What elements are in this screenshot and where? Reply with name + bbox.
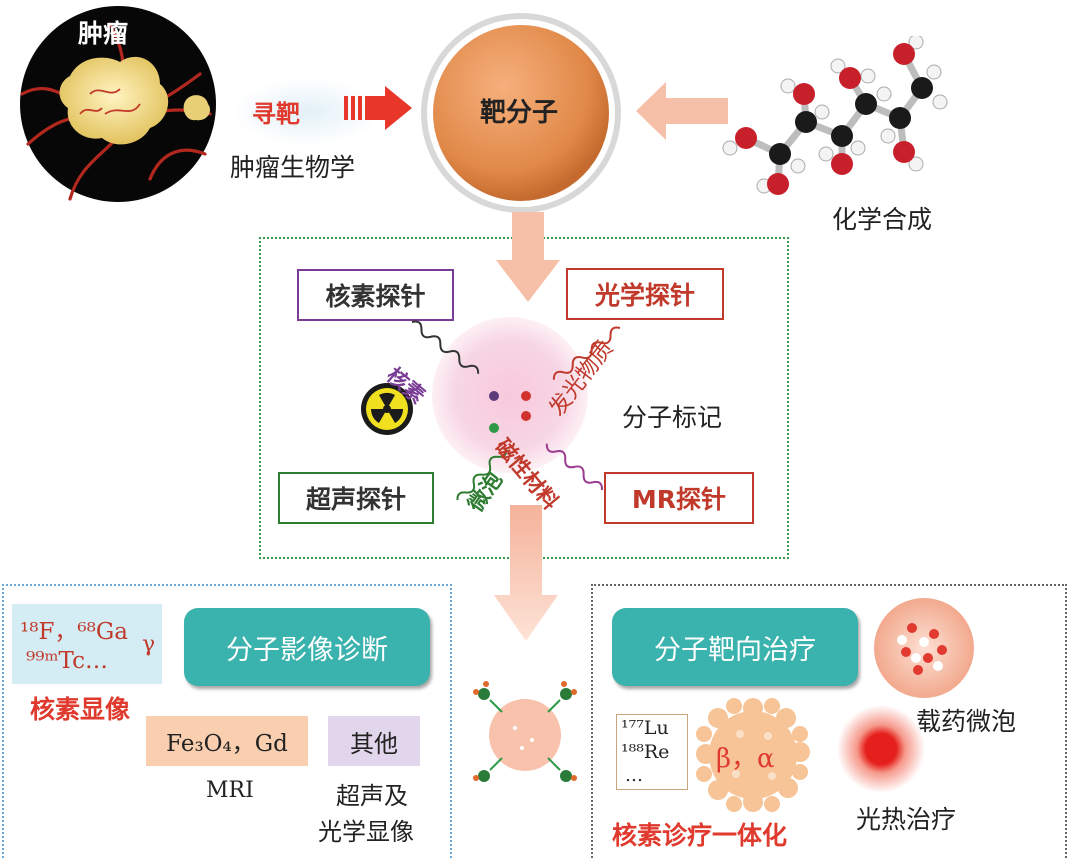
therapy-isotope-line3: … bbox=[625, 765, 643, 786]
molecule-model bbox=[722, 36, 948, 195]
irradiated-tumor-icon bbox=[696, 698, 810, 812]
synthesis-arrow bbox=[636, 82, 728, 140]
theranostics-label: 核素诊疗一体化 bbox=[612, 821, 788, 850]
isotopes-line1: ¹⁸F，⁶⁸Ga bbox=[20, 619, 128, 645]
targeting-arrow bbox=[344, 86, 412, 130]
ultrasound-optical-line1: 超声及 bbox=[336, 782, 408, 810]
isotope-box: ¹⁸F，⁶⁸Ga ⁹⁹ᵐTc… γ bbox=[12, 604, 162, 684]
tumor-biology-label: 肿瘤生物学 bbox=[230, 153, 356, 182]
labeling-center bbox=[411, 317, 621, 500]
mri-label: MRI bbox=[206, 778, 254, 803]
ultrasound-probe-box: 超声探针 bbox=[278, 472, 434, 524]
therapy-isotope-box: ¹⁷⁷Lu ¹⁸⁸Re … bbox=[616, 714, 688, 790]
therapy-isotope-line2: ¹⁸⁸Re bbox=[621, 741, 670, 763]
mr-probe-box: MR探针 bbox=[604, 472, 754, 524]
optical-probe-box: 光学探针 bbox=[566, 268, 724, 320]
target-molecule-sphere bbox=[421, 13, 621, 213]
therapy-panel bbox=[591, 584, 1067, 858]
isotopes-line2: ⁹⁹ᵐTc… bbox=[26, 648, 108, 674]
targeting-label: 寻靶 bbox=[252, 100, 300, 128]
nuclear-probe-box: 核素探针 bbox=[297, 269, 454, 321]
beta-alpha-label: β，α bbox=[716, 744, 775, 774]
chemical-synthesis-label: 化学合成 bbox=[832, 205, 933, 234]
nuclear-imaging-label: 核素显像 bbox=[30, 695, 131, 724]
target-molecule-label: 靶分子 bbox=[480, 98, 559, 128]
down-arrow-top bbox=[496, 212, 560, 302]
tumor-label: 肿瘤 bbox=[78, 19, 129, 48]
down-arrow-bottom bbox=[494, 505, 558, 641]
molecular-targeted-therapy-title: 分子靶向治疗 bbox=[612, 608, 858, 686]
drug-microbubble-icon bbox=[874, 598, 974, 698]
photothermal-icon bbox=[837, 705, 925, 793]
molecular-labeling-label: 分子标记 bbox=[622, 403, 723, 432]
therapy-isotope-line1: ¹⁷⁷Lu bbox=[621, 717, 669, 739]
diagnosis-panel bbox=[2, 584, 452, 858]
gamma-symbol: γ bbox=[142, 632, 156, 657]
radiation-icon bbox=[361, 383, 413, 435]
labeled-nanoparticle bbox=[473, 681, 577, 782]
ultrasound-optical-line2: 光学显像 bbox=[318, 818, 414, 846]
photothermal-label: 光热治疗 bbox=[856, 805, 957, 834]
targeting-halo bbox=[232, 78, 382, 146]
tumor-image bbox=[20, 6, 216, 202]
mri-agents-box: Fe₃O₄，Gd bbox=[146, 716, 308, 766]
other-box: 其他 bbox=[328, 716, 420, 766]
drug-microbubble-label: 载药微泡 bbox=[916, 707, 1017, 736]
molecular-imaging-diagnosis-title: 分子影像诊断 bbox=[184, 608, 430, 686]
